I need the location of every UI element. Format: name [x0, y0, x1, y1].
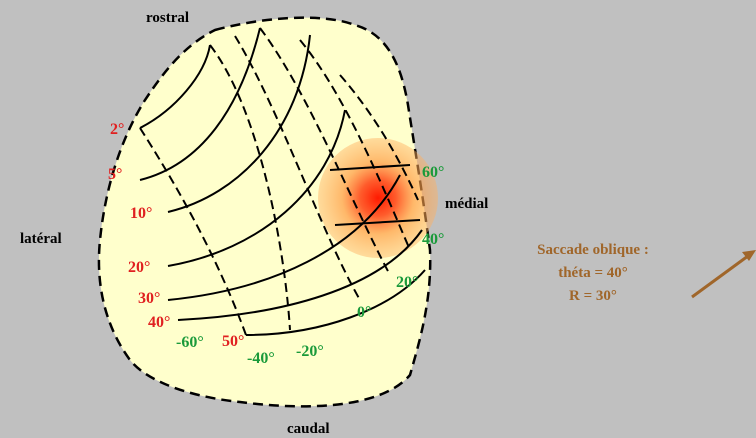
- amplitude-label: 10°: [130, 205, 152, 222]
- amplitude-label: 5°: [108, 166, 122, 183]
- direction-label: 0°: [357, 304, 371, 321]
- saccade-theta: théta = 40°: [558, 265, 628, 281]
- direction-label: -40°: [247, 350, 275, 367]
- hotspot-grid: [329, 164, 421, 226]
- iso-direction-lines: [139, 27, 419, 336]
- saccade-arrow: [691, 250, 756, 299]
- direction-label: -60°: [176, 334, 204, 351]
- amplitude-label: 20°: [128, 259, 150, 276]
- saccade-title: Saccade oblique :: [537, 242, 649, 258]
- amplitude-label: 2°: [110, 121, 124, 138]
- direction-label: -20°: [296, 343, 324, 360]
- label-rostral: rostral: [146, 10, 189, 26]
- direction-label: 60°: [422, 164, 444, 181]
- direction-label: 20°: [396, 274, 418, 291]
- label-lateral: latéral: [20, 231, 62, 247]
- label-caudal: caudal: [287, 421, 330, 437]
- saccade-amplitude: R = 30°: [569, 288, 617, 304]
- direction-label: 40°: [422, 231, 444, 248]
- activity-hotspot: [318, 138, 438, 258]
- label-medial: médial: [445, 196, 488, 212]
- amplitude-label: 30°: [138, 290, 160, 307]
- iso-amplitude-lines: [139, 27, 426, 336]
- amplitude-label: 50°: [222, 333, 244, 350]
- amplitude-label: 40°: [148, 314, 170, 331]
